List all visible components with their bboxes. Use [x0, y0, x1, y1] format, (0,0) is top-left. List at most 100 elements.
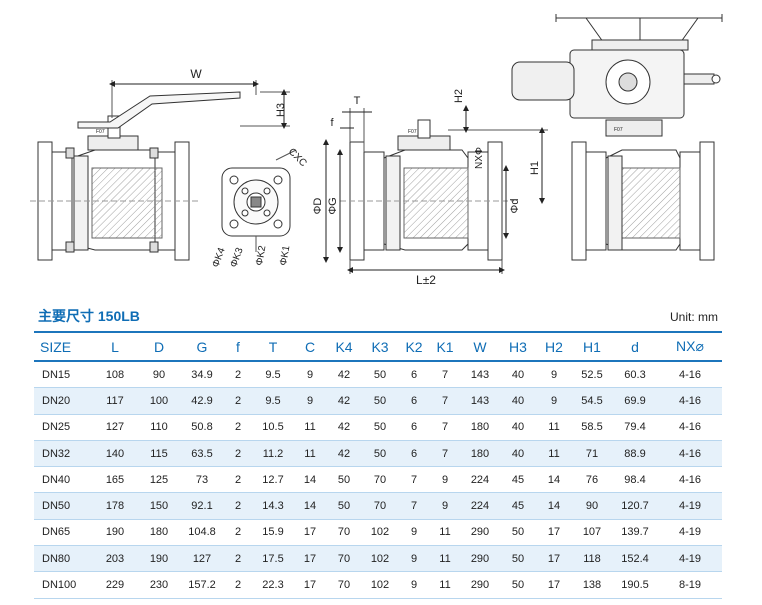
table-cell: 115	[138, 440, 180, 468]
column-header: NX⌀	[658, 331, 722, 362]
table-cell: 8-19	[658, 571, 722, 599]
table-cell: 120.7	[612, 492, 658, 520]
table-cell: 50	[362, 361, 398, 389]
table-cell: 70	[362, 492, 398, 520]
table-cell: 50	[362, 414, 398, 441]
bare-shaft-valve-drawing	[323, 105, 548, 274]
column-header: H1	[572, 331, 612, 362]
table-cell: 11	[430, 545, 460, 573]
table-cell: 9	[294, 361, 326, 389]
table-cell: 102	[362, 519, 398, 547]
column-header: d	[612, 331, 658, 362]
table-cell: 42	[326, 387, 362, 415]
table-cell: 2	[224, 414, 252, 441]
table-cell: 11	[536, 414, 572, 441]
table-cell: 290	[460, 519, 500, 547]
table-cell: 11	[536, 440, 572, 468]
table-cell: 4-16	[658, 414, 722, 441]
table-cell: 4-16	[658, 466, 722, 494]
table-cell: 11.2	[252, 440, 294, 468]
table-cell: 2	[224, 361, 252, 389]
table-cell: 4-19	[658, 492, 722, 520]
table-cell: 138	[572, 571, 612, 599]
table-cell: 50	[362, 440, 398, 468]
table-cell: 7	[430, 387, 460, 415]
table-cell: 98.4	[612, 466, 658, 494]
table-cell: 11	[294, 440, 326, 468]
table-cell: 290	[460, 571, 500, 599]
table-cell: 178	[92, 492, 138, 520]
table-cell: 9	[398, 519, 430, 547]
table-title-row: 主要尺寸 150LB Unit: mm	[38, 306, 718, 328]
table-cell: 2	[224, 519, 252, 547]
table-cell: 69.9	[612, 387, 658, 415]
table-cell: 50	[326, 466, 362, 494]
table-cell: 118	[572, 545, 612, 573]
size-cell: DN40	[34, 466, 92, 494]
label-k1: ΦK1	[278, 244, 292, 266]
table-cell: 22.3	[252, 571, 294, 599]
table-title: 主要尺寸 150LB	[38, 308, 140, 324]
table-cell: 50	[326, 492, 362, 520]
table-cell: 4-19	[658, 545, 722, 573]
table-cell: 50	[500, 519, 536, 547]
table-cell: 7	[430, 440, 460, 468]
table-cell: 7	[430, 414, 460, 441]
column-header: K4	[326, 331, 362, 362]
table-cell: 45	[500, 466, 536, 494]
table-cell: 50	[362, 387, 398, 415]
table-cell: 40	[500, 387, 536, 415]
label-plate-4: F07	[614, 127, 623, 133]
table-cell: 9	[398, 571, 430, 599]
table-cell: 52.5	[572, 361, 612, 389]
table-cell: 190	[92, 519, 138, 547]
label-plate-3: F07	[408, 129, 417, 135]
column-header: L	[92, 331, 138, 362]
label-t: T	[354, 95, 361, 107]
table-cell: 6	[398, 440, 430, 468]
table-cell: 107	[572, 519, 612, 547]
column-header: W	[460, 331, 500, 362]
table-cell: 102	[362, 571, 398, 599]
table-cell: 4-16	[658, 361, 722, 389]
label-g: ΦG	[327, 197, 339, 214]
table-cell: 9	[536, 361, 572, 389]
column-header: H2	[536, 331, 572, 362]
table-cell: 150	[138, 492, 180, 520]
label-f: f	[330, 117, 334, 129]
column-header: C	[294, 331, 326, 362]
table-cell: 9.5	[252, 387, 294, 415]
table-cell: 14	[536, 492, 572, 520]
table-cell: 54.5	[572, 387, 612, 415]
table-cell: 14	[294, 492, 326, 520]
column-header: f	[224, 331, 252, 362]
size-cell: DN32	[34, 440, 92, 468]
table-cell: 143	[460, 387, 500, 415]
table-cell: 9	[536, 387, 572, 415]
table-cell: 42	[326, 440, 362, 468]
table-cell: 11	[430, 571, 460, 599]
table-cell: 11	[430, 519, 460, 547]
table-cell: 17	[536, 571, 572, 599]
table-cell: 117	[92, 387, 138, 415]
table-cell: 12.7	[252, 466, 294, 494]
table-cell: 50	[500, 571, 536, 599]
label-l: L±2	[416, 273, 436, 287]
label-w: W	[190, 67, 202, 81]
table-cell: 2	[224, 492, 252, 520]
table-cell: 14.3	[252, 492, 294, 520]
column-header: H3	[500, 331, 536, 362]
table-cell: 76	[572, 466, 612, 494]
label-h3: H3	[275, 103, 287, 117]
label-k4: ΦK4	[210, 246, 227, 269]
size-cell: DN50	[34, 492, 92, 520]
table-cell: 180	[460, 440, 500, 468]
